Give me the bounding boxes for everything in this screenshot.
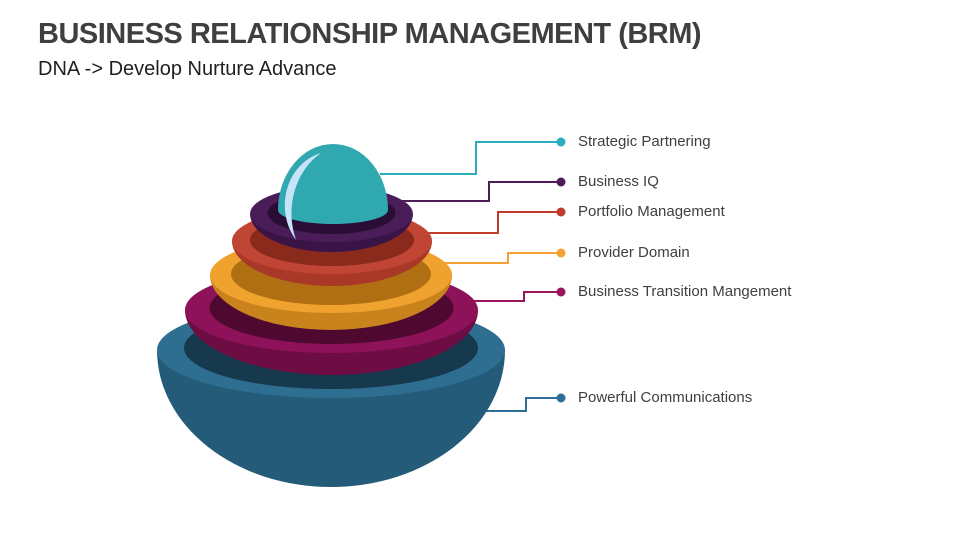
connector-dot-business-iq xyxy=(556,177,566,187)
page-title: BUSINESS RELATIONSHIP MANAGEMENT (BRM) xyxy=(38,18,702,50)
connector-dot-portfolio-management xyxy=(556,207,566,217)
connector-dot-powerful-communications xyxy=(556,393,566,403)
page-subtitle: DNA -> Develop Nurture Advance xyxy=(38,58,337,80)
connector-line-powerful-communications xyxy=(480,397,557,412)
layer-label-business-transition: Business Transition Mangement xyxy=(578,283,792,300)
connector-line-business-iq xyxy=(400,181,557,202)
connector-line-strategic-partnering xyxy=(380,141,557,175)
connector-dots xyxy=(556,137,566,403)
layer-label-provider-domain: Provider Domain xyxy=(578,244,690,261)
connector-line-provider-domain xyxy=(443,252,557,264)
connector-line-portfolio-management xyxy=(425,211,557,234)
connector-dot-provider-domain xyxy=(556,248,566,258)
connector-line-business-transition xyxy=(470,291,557,302)
layer-label-strategic-partnering: Strategic Partnering xyxy=(578,133,711,150)
layer-label-powerful-communications: Powerful Communications xyxy=(578,389,753,406)
dome-strategic-partnering xyxy=(278,144,388,240)
layer-label-portfolio-management: Portfolio Management xyxy=(578,203,725,220)
connector-dot-strategic-partnering xyxy=(556,137,566,147)
connector-dot-business-transition xyxy=(556,287,566,297)
dome-highlight xyxy=(284,153,321,240)
layer-label-business-iq: Business IQ xyxy=(578,173,659,190)
connector-lines xyxy=(380,141,557,412)
